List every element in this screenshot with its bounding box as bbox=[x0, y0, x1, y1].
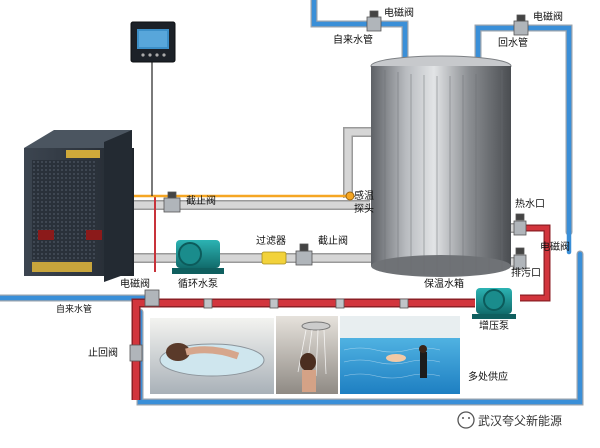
label-solenoid-left: 电磁阀 bbox=[120, 279, 150, 290]
red-pipes bbox=[131, 196, 551, 400]
photo-pool bbox=[340, 316, 460, 394]
label-tap-water-pipe-left: 自来水管 bbox=[56, 305, 93, 315]
photo-bathtub bbox=[150, 318, 274, 394]
label-temp-sensor: 感温 探头 bbox=[354, 191, 374, 215]
label-solenoid-right: 电磁阀 bbox=[540, 242, 570, 253]
circulation-pump bbox=[172, 240, 224, 274]
label-multi-supply: 多处供应 bbox=[468, 372, 508, 383]
label-tap-water-pipe-top: 自来水管 bbox=[333, 35, 373, 46]
photo-shower bbox=[276, 316, 338, 394]
label-solenoid-top-left: 电磁阀 bbox=[384, 8, 414, 19]
booster-pump bbox=[472, 288, 516, 319]
label-check-valve: 止回阀 bbox=[88, 348, 118, 359]
watermark-text: 武汉夸父新能源 bbox=[478, 414, 563, 428]
sensor-probe bbox=[345, 191, 355, 201]
wechat-icon bbox=[457, 411, 475, 429]
label-circulation-pump: 循环水泵 bbox=[178, 279, 218, 290]
label-hot-water-outlet: 热水口 bbox=[515, 199, 545, 210]
label-stop-valve-lower: 截止阀 bbox=[318, 236, 348, 247]
label-return-pipe: 回水管 bbox=[498, 38, 528, 49]
label-stop-valve-upper: 截止阀 bbox=[186, 196, 216, 207]
label-insulated-tank: 保温水箱 bbox=[424, 279, 464, 290]
valves bbox=[129, 10, 529, 362]
insulated-tank bbox=[370, 55, 512, 277]
label-drain-outlet: 排污口 bbox=[511, 268, 541, 279]
heat-pump-unit bbox=[24, 130, 134, 282]
label-filter: 过滤器 bbox=[256, 236, 286, 247]
label-solenoid-top-right: 电磁阀 bbox=[533, 12, 563, 23]
label-booster-pump: 增压泵 bbox=[479, 321, 509, 332]
controller-panel bbox=[130, 21, 176, 63]
